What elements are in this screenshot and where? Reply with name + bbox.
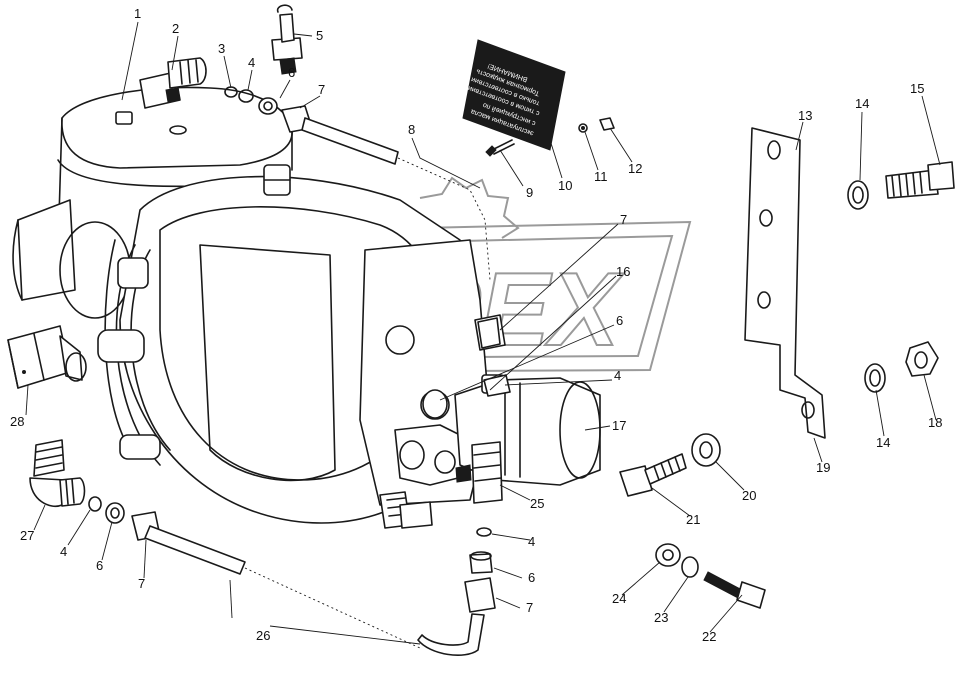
coupling-28 [7,325,87,389]
callout-11: 11 [594,169,608,184]
elbow-fitting-27 [29,439,86,507]
callout-7: 7 [138,576,145,591]
callout-8: 8 [408,122,415,137]
lock-washer-11 [578,123,588,133]
tee-fitting [455,441,503,504]
callout-26: 26 [256,628,270,643]
nut-12 [599,117,615,131]
callout-20: 20 [742,488,756,503]
callout-23: 23 [654,610,668,625]
callout-6: 6 [616,313,623,328]
callout-18: 18 [928,415,942,430]
bolt-21 [619,453,687,497]
callout-7: 7 [620,212,627,227]
callout-12: 12 [628,161,642,176]
callout-5: 5 [316,28,323,43]
callout-3: 3 [218,41,225,56]
pressure-sensor [271,4,303,75]
spring-washer-14-bottom [864,363,886,393]
flat-washer-24 [655,543,681,567]
callout-7: 7 [318,82,325,97]
callout-13: 13 [798,108,812,123]
olive-6-lower-left [105,502,125,524]
callout-9: 9 [526,185,533,200]
cover-plug [169,125,187,135]
leader-lines [25,21,941,645]
warning-plate: ВНИМАНИЕ! Тормозная жидкость только в со… [462,39,566,151]
spring-washer-14-top [847,180,869,210]
nut-18 [905,341,939,377]
callout-19: 19 [816,460,830,475]
mounting-bracket [744,127,826,439]
callout-16: 16 [616,264,630,279]
ring-16 [483,374,511,397]
callout-25: 25 [530,496,544,511]
callout-6: 6 [96,558,103,573]
callout-2: 2 [172,21,179,36]
nut-7-mid [477,317,501,349]
callout-10: 10 [558,178,572,193]
callout-15: 15 [910,81,924,96]
callout-7: 7 [526,600,533,615]
pipe-8-dash [397,157,491,281]
cover-bolt [115,111,133,125]
callout-24: 24 [612,591,626,606]
callout-6: 6 [288,65,295,80]
pipe-26-dash [244,567,421,649]
pipe-8 [301,117,399,165]
callout-4: 4 [528,534,535,549]
spring-washer-23 [681,556,699,578]
pipe-26-bend [417,613,485,656]
flat-washer-20 [691,433,721,467]
callout-22: 22 [702,629,716,644]
callout-21: 21 [686,512,700,527]
callout-17: 17 [612,418,626,433]
callout-4: 4 [248,55,255,70]
callout-28: 28 [10,414,24,429]
callout-1: 1 [134,6,141,21]
callout-6: 6 [528,570,535,585]
callout-27: 27 [20,528,34,543]
washer-4-top [238,89,254,103]
callout-4: 4 [60,544,67,559]
bolt-15 [885,161,955,199]
olive-6-mid [422,389,448,419]
elbow-fitting-top [139,57,207,109]
valve-body [12,86,506,529]
pipe-26 [144,525,246,575]
washer-4-lower-left [88,496,102,512]
callout-labels: 1 2 3 4 5 6 7 8 9 10 11 12 13 14 15 7 16… [10,6,942,644]
olive-6-lower-center [469,551,493,574]
washer-4-lower-center [476,527,492,537]
olive-6-top [258,97,278,115]
callout-14: 14 [876,435,890,450]
nut-7-lower-center [464,577,496,613]
bolt-22 [703,571,766,609]
callout-14: 14 [855,96,869,111]
screw-9 [485,139,515,157]
callout-4: 4 [614,368,621,383]
